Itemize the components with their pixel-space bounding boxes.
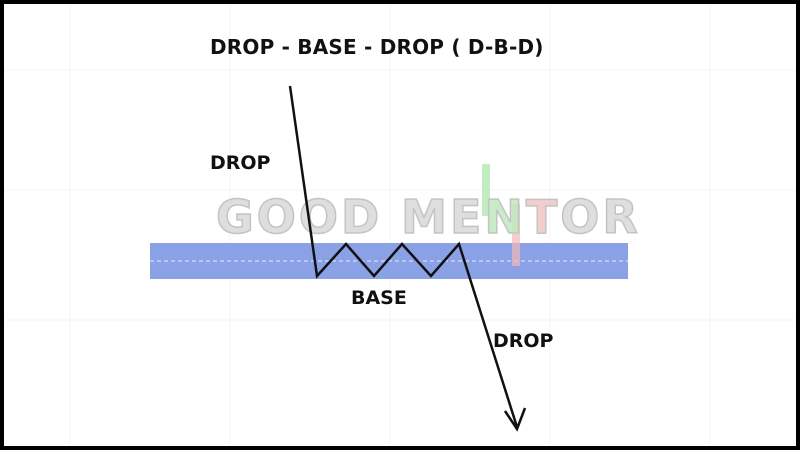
price-path — [288, 85, 519, 428]
grid — [4, 4, 796, 446]
watermark-logo: GOOD MENTOR — [215, 164, 641, 266]
drop-label-bottom: DROP — [493, 330, 554, 352]
diagram-svg: GOOD MENTOR — [4, 4, 796, 446]
drop-label-top: DROP — [210, 152, 271, 174]
base-label: BASE — [351, 287, 407, 309]
diagram-canvas: GOOD MENTOR DROP - BASE - DROP ( D-B-D) … — [4, 4, 796, 446]
watermark-t-bar — [512, 204, 520, 266]
diagram-title: DROP - BASE - DROP ( D-B-D) — [210, 35, 544, 59]
arrow-head — [503, 407, 527, 432]
watermark-n-bar — [482, 164, 490, 216]
watermark-text: GOOD MENTOR — [216, 190, 641, 244]
